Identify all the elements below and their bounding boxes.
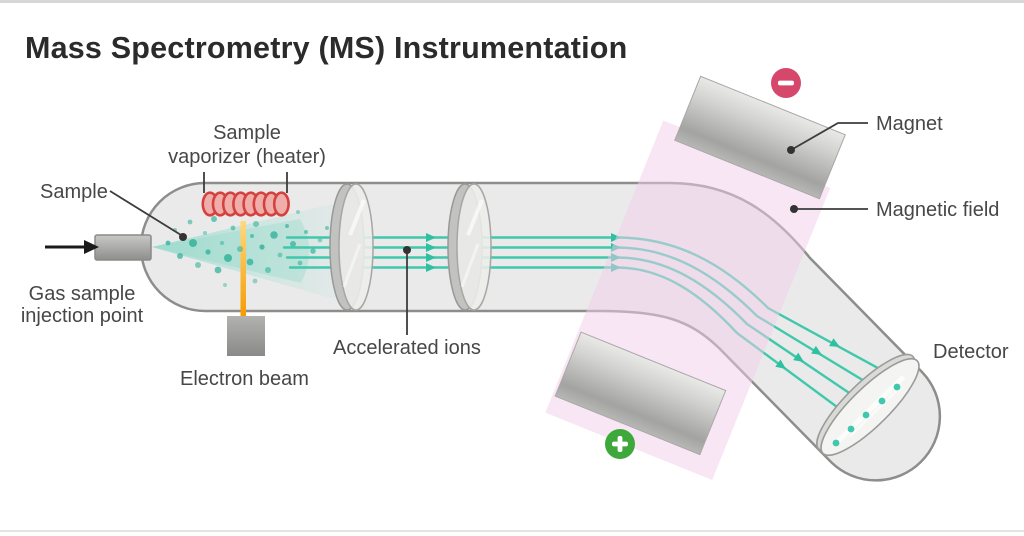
annotations: Sample Sample vaporizer (heater) Gas sam… <box>21 113 1009 390</box>
label-electron-beam: Electron beam <box>180 368 309 390</box>
label-vaporizer-line2: vaporizer (heater) <box>168 146 326 168</box>
heater-coil <box>201 191 290 217</box>
minus-icon <box>771 68 801 98</box>
injection-nozzle <box>94 234 152 261</box>
detected-ion-dots <box>832 383 901 447</box>
label-gas-line1: Gas sample <box>29 283 136 305</box>
injection-arrow-icon <box>45 240 99 254</box>
ions-pointer-dot <box>403 246 411 254</box>
sample-pointer-dot <box>179 233 187 241</box>
magnet-pointer-dot <box>787 146 795 154</box>
magnet-bottom <box>554 331 727 456</box>
sample-particles <box>165 210 336 287</box>
accelerator-lens-1 <box>329 183 374 311</box>
magnet-top <box>674 75 846 200</box>
sample-spray <box>152 204 348 299</box>
plus-icon <box>605 429 635 459</box>
label-accelerated-ions: Accelerated ions <box>333 337 481 359</box>
accelerator-lens-2 <box>447 183 492 311</box>
label-sample: Sample <box>40 181 108 203</box>
detector-plate <box>816 353 920 457</box>
sample-pointer-line <box>109 190 182 236</box>
magnet-assembly <box>545 75 846 481</box>
label-magnet: Magnet <box>876 113 943 135</box>
magnetic-field-pointer-dot <box>790 205 798 213</box>
label-vaporizer-line1: Sample <box>213 122 281 144</box>
magnet-pointer-line <box>790 122 868 151</box>
page-title: Mass Spectrometry (MS) Instrumentation <box>25 31 627 65</box>
label-detector: Detector <box>933 341 1009 363</box>
electron-beam-ray <box>240 221 246 318</box>
label-magnetic-field: Magnetic field <box>876 199 999 221</box>
label-gas-line2: injection point <box>21 305 144 327</box>
electron-source-block <box>227 316 265 356</box>
